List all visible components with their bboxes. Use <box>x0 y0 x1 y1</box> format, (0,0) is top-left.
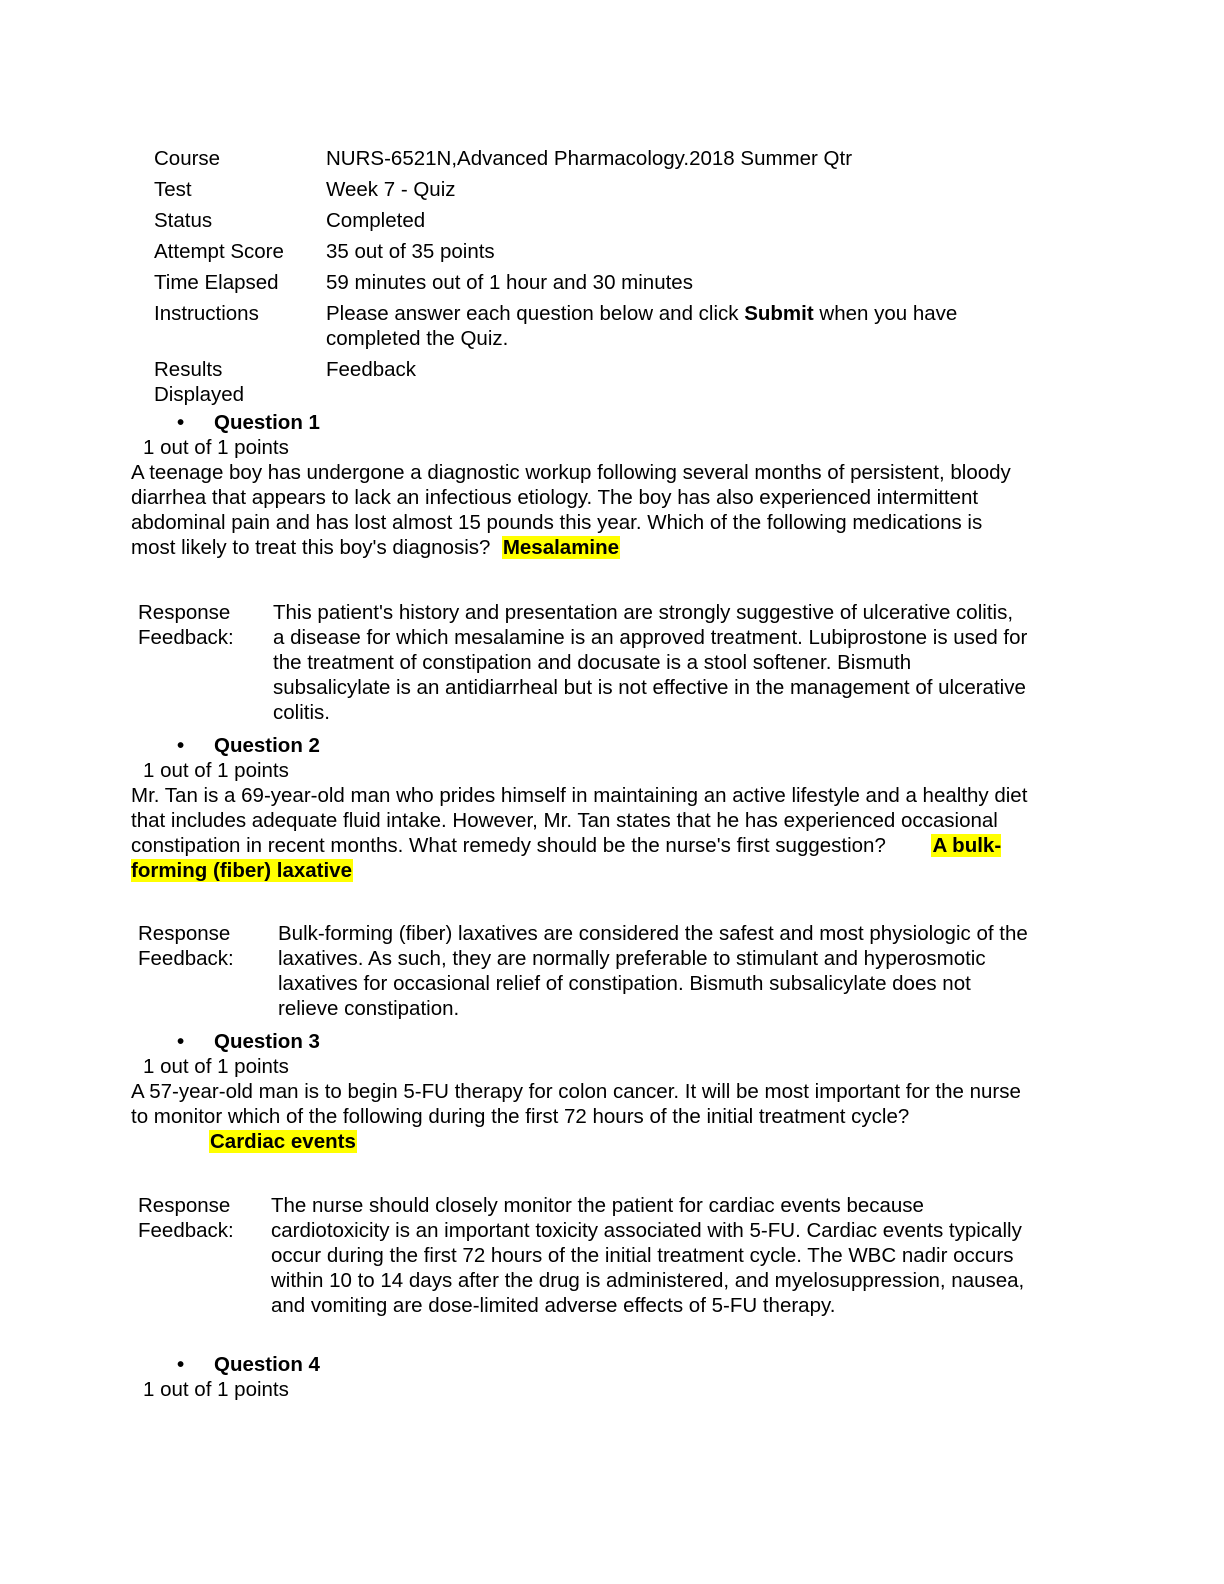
question-points: 1 out of 1 points <box>143 759 289 782</box>
question-text: A teenage boy has undergone a diagnostic… <box>131 460 1031 560</box>
question-2: • Question 2 1 out of 1 points Mr. Tan i… <box>131 733 1031 883</box>
instructions-after: when you have completed the Quiz. <box>326 302 958 350</box>
question-1: • Question 1 1 out of 1 points A teenage… <box>131 410 1031 560</box>
question-title-text: Question 3 <box>214 1030 320 1053</box>
info-label: Attempt Score <box>154 240 284 263</box>
info-label: Time Elapsed <box>154 271 279 294</box>
info-label: Course <box>154 147 221 170</box>
info-value: 59 minutes out of 1 hour and 30 minutes <box>326 271 693 294</box>
info-row-instructions: Instructions Please answer each question… <box>154 301 1034 351</box>
question-prompt: Mr. Tan is a 69-year-old man who prides … <box>131 784 1028 857</box>
question-title: • Question 4 <box>131 1352 1031 1377</box>
instructions-before: Please answer each question below and cl… <box>326 302 745 325</box>
response-feedback: Response Feedback: This patient's histor… <box>138 600 1028 725</box>
response-feedback: Response Feedback: Bulk-forming (fiber) … <box>138 921 1028 1021</box>
question-points: 1 out of 1 points <box>143 436 289 459</box>
question-3: • Question 3 1 out of 1 points A 57-year… <box>131 1029 1031 1154</box>
feedback-text: This patient's history and presentation … <box>273 601 1028 724</box>
info-value: Completed <box>326 209 426 232</box>
info-label: Instructions <box>154 302 259 325</box>
attempt-info-table: Course NURS-6521N,Advanced Pharmacology.… <box>154 146 1034 413</box>
bullet-icon: • <box>177 1030 185 1053</box>
question-title-text: Question 4 <box>214 1353 320 1376</box>
info-label: Test <box>154 178 192 201</box>
question-title: • Question 3 <box>131 1029 1031 1054</box>
info-value: Feedback <box>326 358 417 381</box>
info-row-status: Status Completed <box>154 208 1034 233</box>
info-row-attempt-score: Attempt Score 35 out of 35 points <box>154 239 1034 264</box>
question-text: A 57-year-old man is to begin 5-FU thera… <box>131 1079 1031 1154</box>
selected-answer: Cardiac events <box>209 1130 357 1153</box>
bullet-icon: • <box>177 734 185 757</box>
selected-answer: Mesalamine <box>501 536 621 559</box>
question-points: 1 out of 1 points <box>143 1378 289 1401</box>
question-title: • Question 1 <box>131 410 1031 435</box>
feedback-text: The nurse should closely monitor the pat… <box>271 1194 1025 1317</box>
question-4: • Question 4 1 out of 1 points <box>131 1352 1031 1402</box>
response-feedback: Response Feedback: The nurse should clos… <box>138 1193 1028 1318</box>
info-row-results-displayed: Results Displayed Feedback <box>154 357 1034 407</box>
info-row-course: Course NURS-6521N,Advanced Pharmacology.… <box>154 146 1034 171</box>
instructions-text: Please answer each question below and cl… <box>326 301 1034 351</box>
feedback-label: Response Feedback: <box>138 1194 234 1242</box>
info-value: Week 7 - Quiz <box>326 178 456 201</box>
question-title-text: Question 2 <box>214 734 320 757</box>
info-value: NURS-6521N,Advanced Pharmacology.2018 Su… <box>326 147 853 170</box>
question-title-text: Question 1 <box>214 411 320 434</box>
question-title: • Question 2 <box>131 733 1031 758</box>
info-row-time-elapsed: Time Elapsed 59 minutes out of 1 hour an… <box>154 270 1034 295</box>
question-prompt: A 57-year-old man is to begin 5-FU thera… <box>131 1080 1021 1128</box>
feedback-label: Response Feedback: <box>138 922 234 970</box>
info-row-test: Test Week 7 - Quiz <box>154 177 1034 202</box>
bullet-icon: • <box>177 411 185 434</box>
info-label: Results Displayed <box>154 358 245 406</box>
question-prompt: A teenage boy has undergone a diagnostic… <box>131 461 1011 559</box>
info-value: 35 out of 35 points <box>326 240 495 263</box>
info-label: Status <box>154 209 213 232</box>
question-points: 1 out of 1 points <box>143 1055 289 1078</box>
question-text: Mr. Tan is a 69-year-old man who prides … <box>131 783 1031 883</box>
instructions-submit-word: Submit <box>744 302 814 325</box>
feedback-text: Bulk-forming (fiber) laxatives are consi… <box>278 922 1028 1020</box>
feedback-label: Response Feedback: <box>138 601 234 649</box>
bullet-icon: • <box>177 1353 185 1376</box>
